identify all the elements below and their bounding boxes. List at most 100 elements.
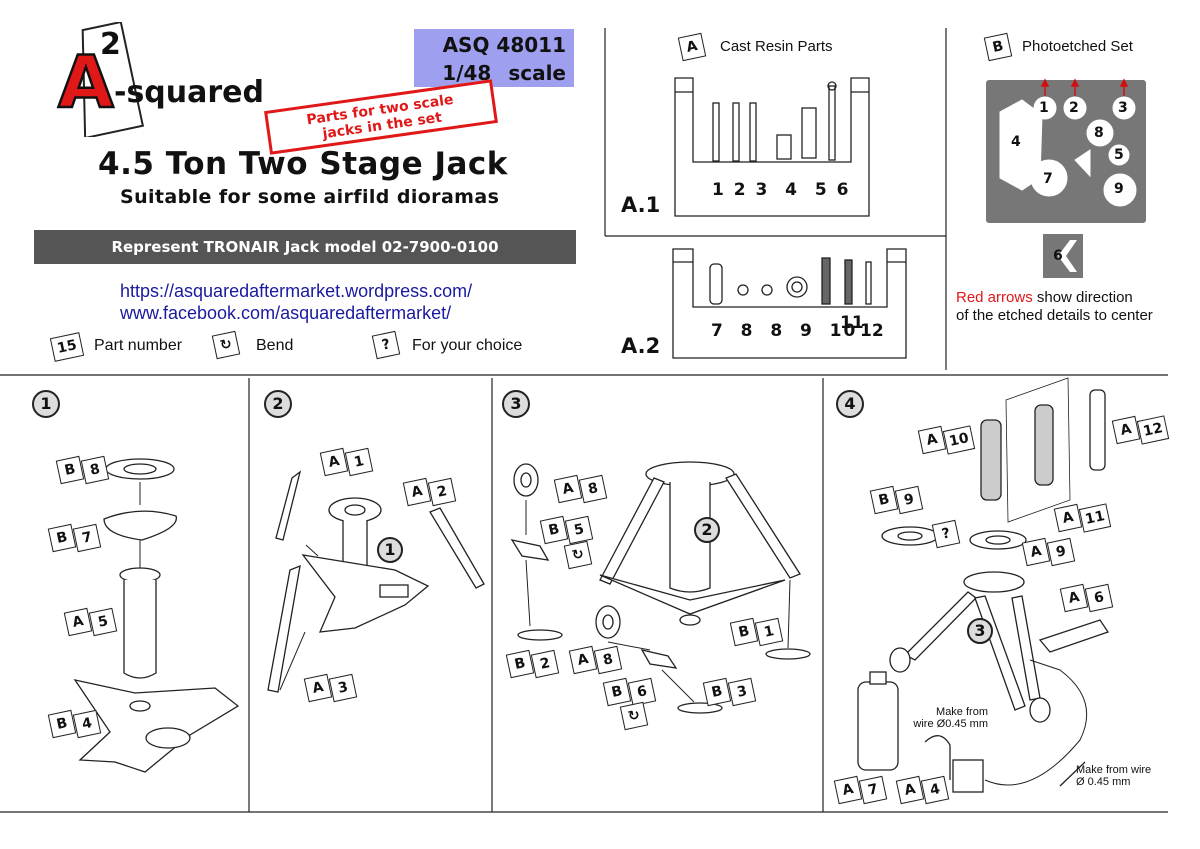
step-1-number: 1 <box>32 390 60 418</box>
callout-number: 12 <box>1136 415 1170 445</box>
subassembly-1-marker: 1 <box>377 537 403 563</box>
brand-logo: A 2 -squared <box>57 22 264 137</box>
callout-number: 1 <box>754 617 784 647</box>
legend-choice-symbol: ? <box>371 330 401 360</box>
step-3-number: 3 <box>502 390 530 418</box>
callout-number: 9 <box>894 485 924 515</box>
callout-number: 4 <box>920 775 950 805</box>
page-title: 4.5 Ton Two Stage Jack <box>98 146 508 182</box>
callout-letter: A <box>1111 415 1141 445</box>
resin-frame-a2 <box>672 248 907 359</box>
logo-wordmark: -squared <box>114 75 264 110</box>
facebook-link[interactable]: www.facebook.com/asquaredaftermarket/ <box>120 303 452 323</box>
callout-number: 8 <box>593 645 623 675</box>
callout-number: 4 <box>72 709 102 739</box>
callout-number: 8 <box>578 474 608 504</box>
section-a-badge: A <box>677 32 707 62</box>
step-4-number: 4 <box>836 390 864 418</box>
section-b-title: Photoetched Set <box>1022 38 1133 55</box>
legend-part-number-label: Part number <box>94 337 183 354</box>
sprue-a1-numbers: 1 2 3 4 5 6 <box>712 180 851 200</box>
subassembly-2-marker: 2 <box>694 517 720 543</box>
fret-number-8: 8 <box>1094 125 1104 141</box>
callout-number: 6 <box>1084 583 1114 613</box>
wire-note-2-line1: Make from wire <box>1076 764 1152 776</box>
section-a-letter: A <box>677 32 707 62</box>
bend-icon: ↻ <box>211 330 241 360</box>
sprue-a2-number-11: 11 <box>840 313 864 333</box>
legend-bend-label: Bend <box>256 337 294 354</box>
red-arrows-note: Red arrows show direction of the etched … <box>956 289 1153 325</box>
fret-number-1: 1 <box>1039 100 1049 116</box>
callout-number: 2 <box>427 477 457 507</box>
section-b-letter: B <box>983 32 1013 62</box>
step3-drawing <box>510 461 811 714</box>
callout-number: 9 <box>1046 537 1076 567</box>
product-code: ASQ 48011 <box>442 33 566 57</box>
wire-note-1-line1: Make from <box>936 706 988 718</box>
product-box: ASQ 48011 1/48 scale <box>414 29 574 87</box>
red-arrows-label: Red arrows <box>956 289 1033 306</box>
callout-number: 2 <box>530 649 560 679</box>
fret-number-9: 9 <box>1114 181 1124 197</box>
wordpress-link[interactable]: https://asquaredaftermarket.wordpress.co… <box>120 281 473 301</box>
fret-number-7: 7 <box>1043 171 1053 187</box>
callout-number: 5 <box>564 515 594 545</box>
callout-number: 5 <box>88 607 118 637</box>
callout-number: 3 <box>727 677 757 707</box>
sprue-a1-label: A.1 <box>621 193 661 217</box>
callout-number: 10 <box>942 425 976 455</box>
wire-note-1-line2: wire Ø0.45 mm <box>913 718 988 730</box>
loose-part-number-6: 6 <box>1053 248 1063 264</box>
fret-number-2: 2 <box>1069 100 1079 116</box>
sprue-a2-label: A.2 <box>621 334 661 358</box>
bend-icon: ↻ <box>619 701 649 731</box>
callout-bend-2: ↻ <box>619 701 649 731</box>
callout-number: 7 <box>72 523 102 553</box>
callout-number: 8 <box>80 455 110 485</box>
callout-letter: A <box>917 425 947 455</box>
section-b-badge: B <box>983 32 1013 62</box>
callout-bend-1: ↻ <box>563 540 593 570</box>
wire-note-1: Make from wire Ø0.45 mm <box>913 706 988 730</box>
subassembly-3-marker: 3 <box>967 618 993 644</box>
page-subtitle: Suitable for some airfild dioramas <box>120 186 500 208</box>
photoetch-fret <box>986 78 1146 278</box>
logo-superscript: 2 <box>100 27 121 62</box>
wire-note-2-line2: Ø 0.45 mm <box>1076 776 1131 788</box>
product-scale: 1/48 scale <box>442 61 566 85</box>
resin-frame-a1 <box>674 77 870 217</box>
callout-number: 1 <box>344 447 374 477</box>
wire-note-2: Make from wire Ø 0.45 mm <box>1076 764 1151 788</box>
red-arrows-line2: of the etched details to center <box>956 307 1153 324</box>
callout-number: 7 <box>858 775 888 805</box>
model-banner: Represent TRONAIR Jack model 02-7900-010… <box>34 230 576 264</box>
sprue-a2-number-12: 12 <box>860 321 884 341</box>
step-2-number: 2 <box>264 390 292 418</box>
step1-drawing <box>73 458 240 773</box>
logo-letter: A <box>58 40 114 124</box>
fret-number-4: 4 <box>1011 134 1021 150</box>
sprue-a2-numbers: 7 8 8 9 10 <box>711 321 858 341</box>
callout-choice: ? <box>931 519 961 549</box>
fret-number-3: 3 <box>1118 100 1128 116</box>
step2-drawing <box>267 470 485 693</box>
callout-number: 3 <box>328 673 358 703</box>
